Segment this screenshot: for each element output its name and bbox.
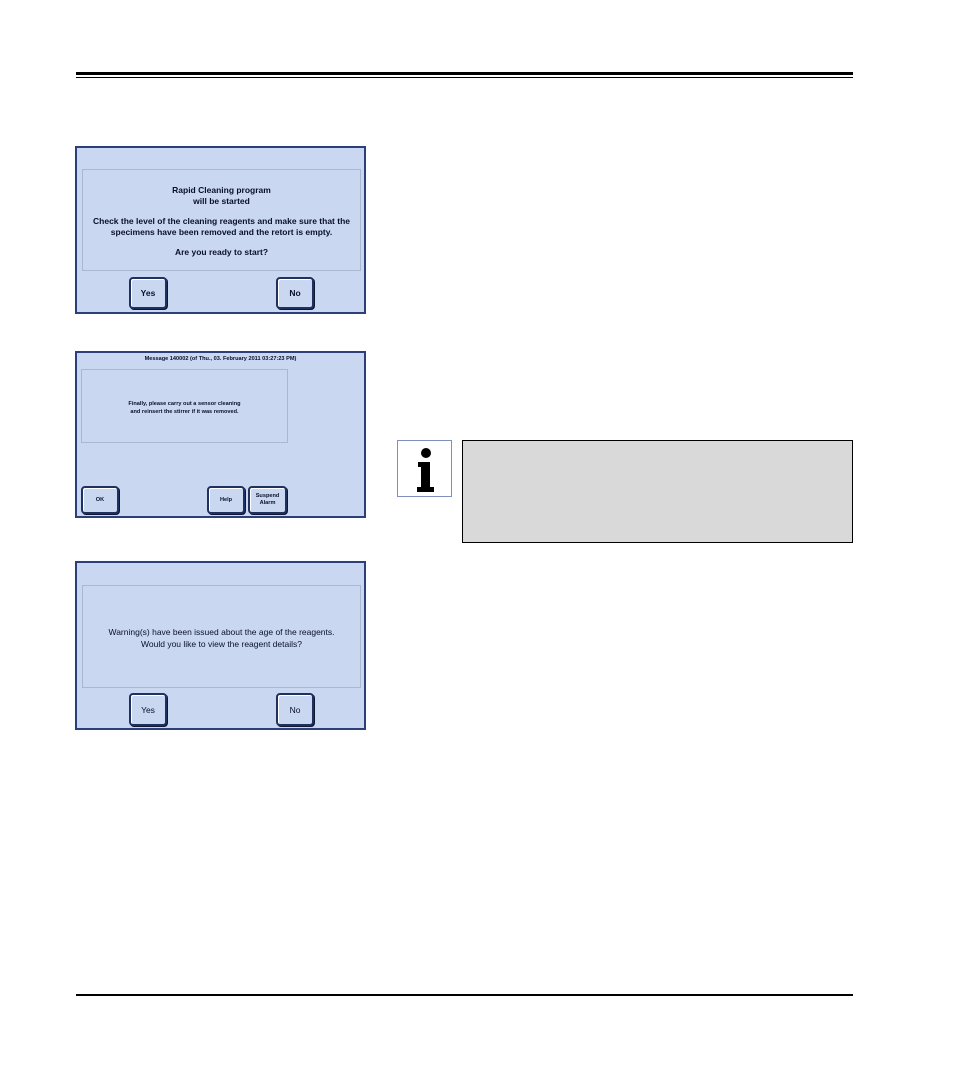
message-panel: Warning(s) have been issued about the ag… <box>82 585 361 688</box>
header-rule <box>76 72 853 75</box>
header-rule-thin <box>76 77 853 78</box>
sensor-cleaning-message-dialog: Message 140002 (of Thu., 03. February 20… <box>75 351 366 518</box>
warning-text-line: Warning(s) have been issued about the ag… <box>108 627 335 637</box>
yes-button[interactable]: Yes <box>129 277 167 309</box>
message-text-line: and reinsert the stirrer if it was remov… <box>130 409 239 415</box>
message-panel: Finally, please carry out a sensor clean… <box>81 369 288 443</box>
dialog-title-line: Rapid Cleaning program <box>172 185 271 195</box>
footer-rule <box>76 994 853 996</box>
rapid-cleaning-dialog: Rapid Cleaning program will be started C… <box>75 146 366 314</box>
help-button[interactable]: Help <box>207 486 245 514</box>
dialog-text-line: specimens have been removed and the reto… <box>110 227 333 237</box>
dialog-subtitle-line: will be started <box>193 196 250 206</box>
ok-button[interactable]: OK <box>81 486 119 514</box>
suspend-alarm-label-line1: Suspend <box>255 493 280 499</box>
info-icon <box>397 440 452 497</box>
dialog-question: Are you ready to start? <box>174 247 269 257</box>
reagent-age-warning-dialog: Warning(s) have been issued about the ag… <box>75 561 366 730</box>
yes-button[interactable]: Yes <box>129 693 167 726</box>
suspend-alarm-label-line2: Alarm <box>259 500 276 506</box>
warning-question-line: Would you like to view the reagent detai… <box>141 639 302 649</box>
note-box <box>462 440 853 543</box>
message-text-line: Finally, please carry out a sensor clean… <box>128 401 241 407</box>
dialog-text-line: Check the level of the cleaning reagents… <box>93 216 350 226</box>
message-panel: Rapid Cleaning program will be started C… <box>82 169 361 271</box>
info-icon-glyph <box>417 448 434 492</box>
no-button[interactable]: No <box>276 693 314 726</box>
no-button[interactable]: No <box>276 277 314 309</box>
message-header: Message 140002 (of Thu., 03. February 20… <box>144 356 297 362</box>
suspend-alarm-button[interactable]: Suspend Alarm <box>248 486 287 514</box>
